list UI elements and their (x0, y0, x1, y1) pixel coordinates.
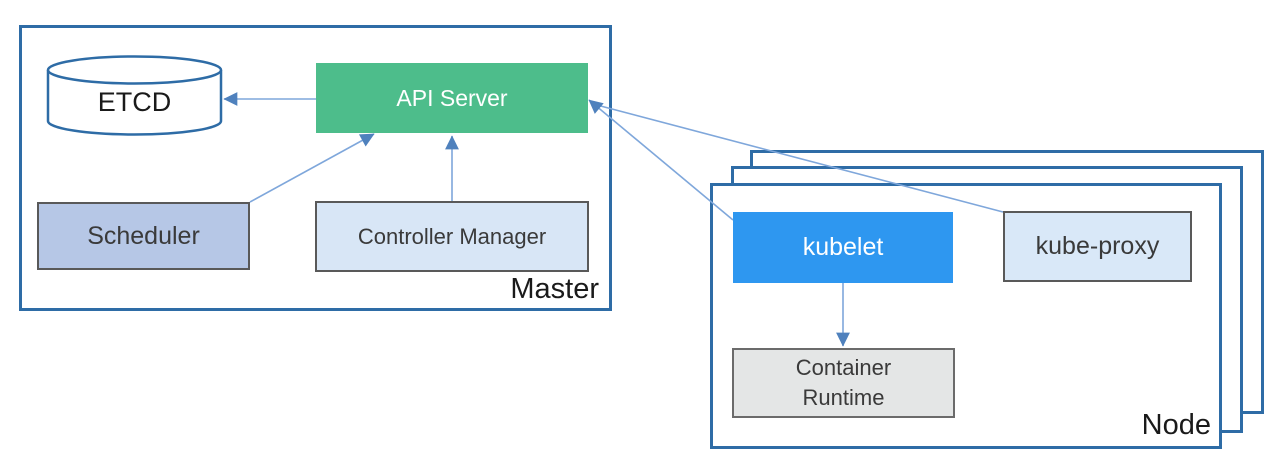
api-server-label: API Server (396, 84, 508, 111)
kubelet-label: kubelet (802, 233, 884, 261)
arrow-kubelet-to-api-server (588, 99, 734, 221)
arrow-scheduler-to-api-server (249, 133, 375, 203)
kube-proxy-label: kube-proxy (1035, 232, 1160, 260)
etcd-cylinder-top (46, 55, 223, 85)
container-runtime-label-line1: Container (795, 355, 892, 381)
container-runtime-box: Container Runtime (732, 348, 955, 418)
etcd-label: ETCD (97, 86, 172, 117)
etcd-cylinder-body (46, 70, 223, 136)
kubelet-box: kubelet (733, 212, 953, 283)
kube-proxy-box: kube-proxy (1003, 211, 1192, 282)
api-server-box: API Server (316, 63, 588, 133)
controller-manager-box: Controller Manager (315, 201, 589, 272)
etcd-cylinder (46, 55, 223, 136)
master-label: Master (510, 273, 599, 305)
scheduler-box: Scheduler (37, 202, 250, 270)
controller-manager-label: Controller Manager (357, 223, 547, 249)
container-runtime-label-line2: Runtime (802, 385, 885, 410)
scheduler-label: Scheduler (87, 221, 200, 250)
node-label: Node (1141, 409, 1211, 441)
arrow-kube-proxy-to-api-server (592, 103, 1004, 213)
